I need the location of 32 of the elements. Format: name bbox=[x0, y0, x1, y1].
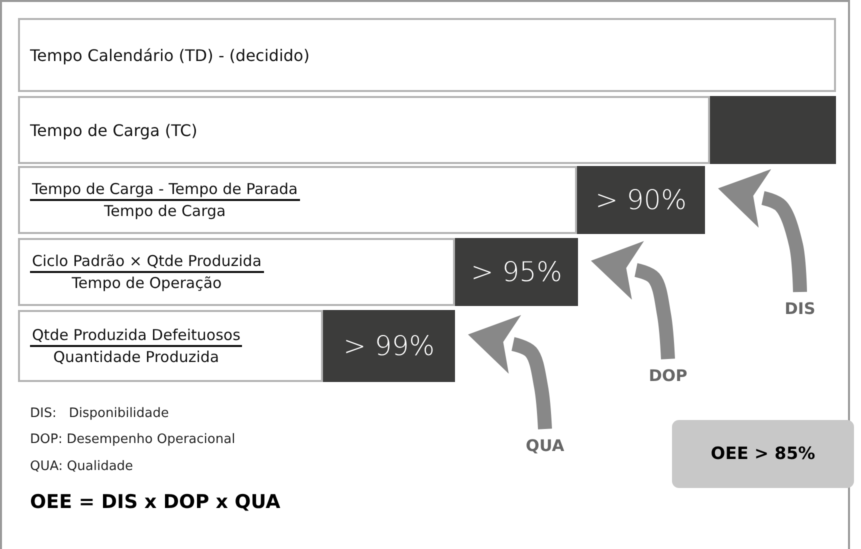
time-bar bbox=[18, 96, 710, 164]
node-text: OEE > 85% bbox=[710, 444, 816, 464]
formula-box bbox=[18, 238, 455, 306]
percentage-text: > 95% bbox=[470, 256, 562, 288]
denominator-text: Tempo de Operação bbox=[70, 273, 223, 293]
formula-text: OEE = DIS x DOP x QUA bbox=[30, 491, 280, 513]
node-text: Tempo de Carga (TC) bbox=[30, 120, 198, 140]
curved-arrow bbox=[718, 169, 807, 292]
denominator-text: Tempo de Carga bbox=[103, 201, 227, 221]
abbreviation-note: DOP: Desempenho Operacional bbox=[30, 432, 236, 447]
node-text: DOP bbox=[648, 366, 688, 384]
denominator-text: Quantidade Produzida bbox=[52, 347, 220, 367]
node-text: Tempo Calendário (TD) - (decidido) bbox=[30, 46, 311, 64]
numerator-text: Ciclo Padrão × Qtde Produzida bbox=[30, 251, 264, 273]
abbreviation-note: DIS: Disponibilidade bbox=[30, 406, 169, 421]
percentage-block bbox=[455, 238, 578, 306]
percentage-block bbox=[323, 310, 455, 382]
formula-box bbox=[18, 310, 323, 382]
node-text: QUA bbox=[526, 436, 564, 454]
percentage-block bbox=[577, 166, 705, 234]
node-text: DIS bbox=[784, 298, 816, 318]
percentage-text: > 90% bbox=[595, 184, 687, 216]
result-badge bbox=[672, 420, 854, 488]
numerator-text: Tempo de Carga - Tempo de Parada bbox=[30, 179, 300, 201]
formula-box bbox=[18, 166, 577, 234]
curved-arrow bbox=[591, 241, 675, 360]
loss-block bbox=[710, 96, 836, 164]
time-bar bbox=[18, 18, 836, 92]
numerator-text: Qtde Produzida Defeituosos bbox=[30, 325, 242, 347]
curved-arrow bbox=[468, 315, 552, 430]
abbreviation-note: QUA: Qualidade bbox=[30, 459, 134, 474]
percentage-text: > 99% bbox=[343, 330, 435, 362]
